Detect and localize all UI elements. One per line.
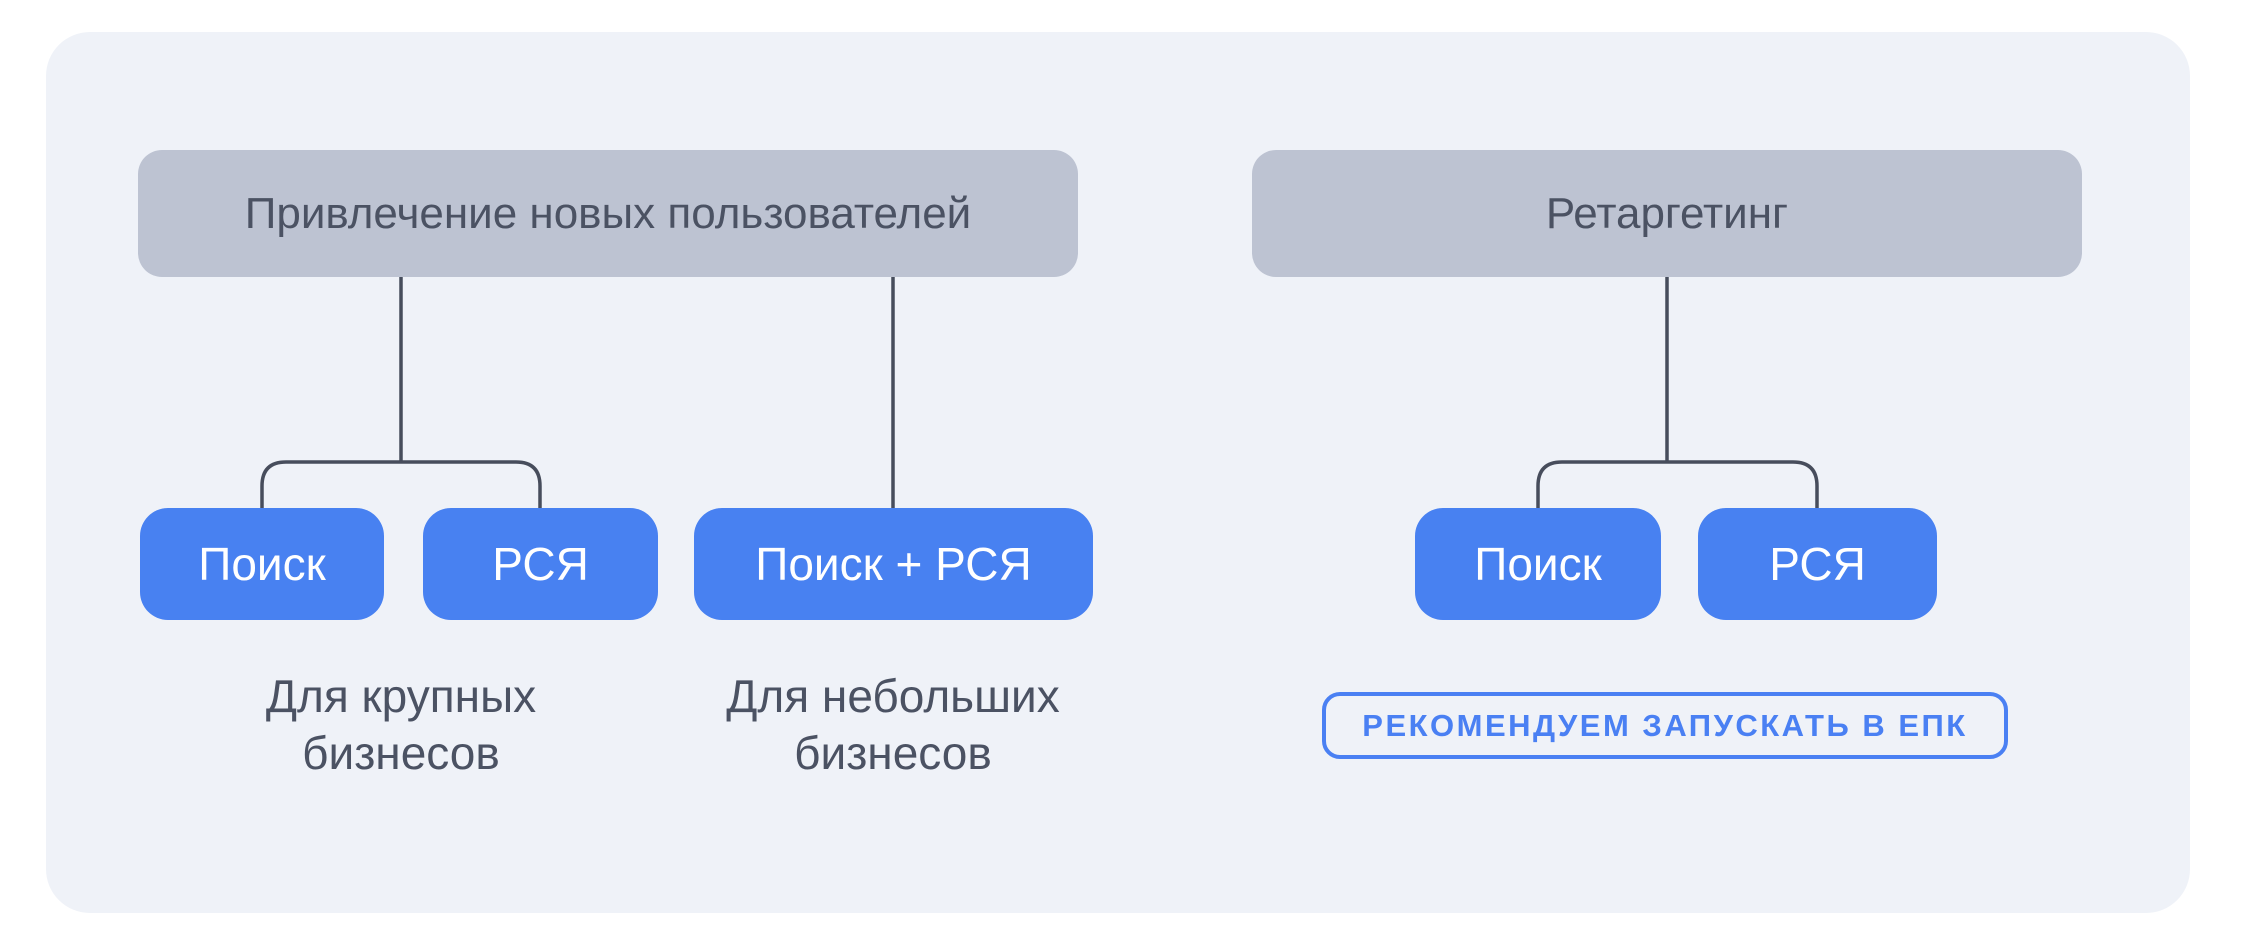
recommendation-badge: РЕКОМЕНДУЕМ ЗАПУСКАТЬ В ЕПК (1322, 692, 2008, 759)
note-small-business: Для небольших бизнесов (726, 670, 1060, 779)
node-retargeting-search: Поиск (1415, 508, 1661, 620)
node-retargeting-network: РСЯ (1698, 508, 1937, 620)
node-acquisition-search-plus-network: Поиск + РСЯ (694, 508, 1093, 620)
node-acquisition-search: Поиск (140, 508, 384, 620)
node-acquisition-network: РСЯ (423, 508, 658, 620)
group-header-acquisition: Привлечение новых пользователей (138, 150, 1078, 277)
note-large-business: Для крупных бизнесов (265, 670, 537, 779)
group-header-retargeting: Ретаргетинг (1252, 150, 2082, 277)
